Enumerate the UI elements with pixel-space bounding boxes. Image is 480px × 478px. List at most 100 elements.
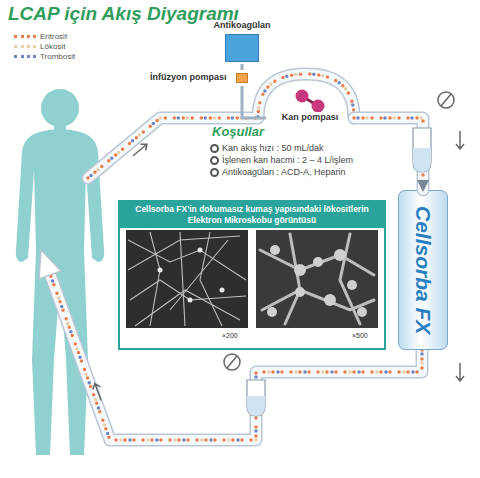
- bullet-mark: [210, 156, 219, 165]
- micrograph-panel: Cellsorba FX'in dokumasız kumaş yapısınd…: [118, 200, 386, 350]
- flow-arrow: [456, 363, 464, 381]
- micrograph-frame: [256, 230, 378, 328]
- chamber-fluid: [247, 396, 265, 416]
- clamp-ring: [224, 354, 240, 370]
- arrow-path: [242, 64, 243, 70]
- erythrocyte-dots: [88, 74, 354, 178]
- blood-tube-in: [88, 74, 354, 178]
- cell: [220, 288, 225, 293]
- legend-text: Eritrosit: [40, 32, 67, 41]
- tube-part: [354, 118, 423, 190]
- clamp-symbol: [438, 92, 454, 108]
- condition-item: Antikoagülan : ACD-A, Heparin: [222, 167, 346, 177]
- flow-arrow: [91, 382, 105, 402]
- fiber: [285, 234, 300, 324]
- return-arrowhead: [39, 250, 61, 279]
- tube-part: [354, 118, 423, 190]
- fiber: [260, 250, 374, 275]
- platelet-dots: [88, 74, 354, 178]
- flow-arrow: [131, 141, 150, 159]
- fiber: [128, 236, 240, 270]
- drip-chamber: [413, 128, 431, 172]
- legend-swatch: [14, 35, 36, 38]
- tube-part: [354, 118, 423, 190]
- cell: [324, 294, 336, 306]
- cells: [267, 245, 367, 317]
- blood-tube-connector: [354, 118, 423, 190]
- flow-arrows: [91, 131, 464, 402]
- fiber: [262, 290, 374, 310]
- cell: [294, 264, 306, 276]
- condition-item: Kan akış hızı : 50 mL/dak: [222, 143, 324, 153]
- infusion-line: [242, 64, 243, 70]
- bullet-mark: [210, 168, 219, 177]
- legend-swatch: [14, 45, 36, 48]
- legend-text: Trombosit: [40, 52, 75, 61]
- cell: [198, 248, 203, 253]
- adsorption-column: Cellsorba FX: [398, 190, 448, 350]
- fiber: [170, 240, 228, 310]
- pump-roller: [296, 90, 309, 103]
- legend-swatch: [14, 55, 36, 58]
- fiber: [200, 232, 222, 326]
- line-part: [242, 86, 266, 118]
- cell: [357, 307, 367, 317]
- cell: [270, 245, 280, 255]
- legend-text: Lökosit: [40, 42, 65, 51]
- legend-row: Trombosit: [14, 52, 75, 62]
- infusion-pump-symbol: [236, 73, 248, 83]
- chamber-body: [247, 380, 265, 416]
- blood-pump-node: Kan pompası: [266, 88, 354, 124]
- fiber: [128, 240, 246, 280]
- patient-head: [41, 89, 79, 127]
- blood-pump-symbol: [266, 88, 354, 112]
- legend-row: Lökosit: [14, 42, 65, 52]
- blood-pump-label: Kan pompası: [266, 112, 354, 122]
- anticoagulant-bag: [225, 34, 259, 62]
- conditions-heading: Koşullar: [212, 124, 264, 139]
- chamber-body: [413, 128, 431, 172]
- cell: [313, 257, 323, 267]
- fibers: [260, 234, 374, 324]
- tube-lumen: [88, 74, 354, 178]
- micrograph-frame: [126, 230, 248, 328]
- cells: [158, 248, 225, 303]
- cell: [334, 249, 346, 261]
- leukocyte-dots: [88, 74, 354, 178]
- column-name: Cellsorba FX: [411, 206, 435, 334]
- line-part: [241, 64, 244, 70]
- tube-part: [354, 118, 423, 190]
- cell: [347, 280, 357, 290]
- clamp-ring: [438, 92, 454, 108]
- patient-neck: [54, 122, 66, 134]
- infusion-line: [242, 86, 266, 118]
- diagram-title: LCAP için Akış Diyagramı: [8, 3, 239, 25]
- cell: [267, 307, 277, 317]
- magnification-label: ×500: [352, 332, 368, 339]
- fibers: [128, 232, 246, 326]
- cell: [295, 287, 305, 297]
- flow-arrow: [456, 131, 464, 149]
- arrow-path: [242, 86, 266, 118]
- tube-part: [354, 118, 423, 190]
- clamp-symbol: [224, 354, 240, 370]
- cell: [188, 298, 193, 303]
- condition-item: İşlenen kan hacmi : 2 – 4 L/işlem: [222, 155, 353, 165]
- pump-roller: [312, 100, 325, 113]
- fiber: [130, 280, 246, 300]
- fiber: [180, 232, 185, 326]
- infusion-pump-label: İnfüzyon pompası: [150, 72, 227, 82]
- arrow-path: [354, 118, 423, 190]
- infusion-pump-node: İnfüzyon pompası: [150, 70, 248, 86]
- chamber-fluid: [413, 148, 431, 172]
- fiber: [340, 234, 360, 324]
- clamp-slash: [227, 356, 237, 368]
- bullet-mark: [210, 144, 219, 153]
- fiber: [150, 232, 160, 326]
- magnification-label: ×200: [222, 332, 238, 339]
- micrograph-high: [256, 230, 378, 328]
- cell: [158, 268, 163, 273]
